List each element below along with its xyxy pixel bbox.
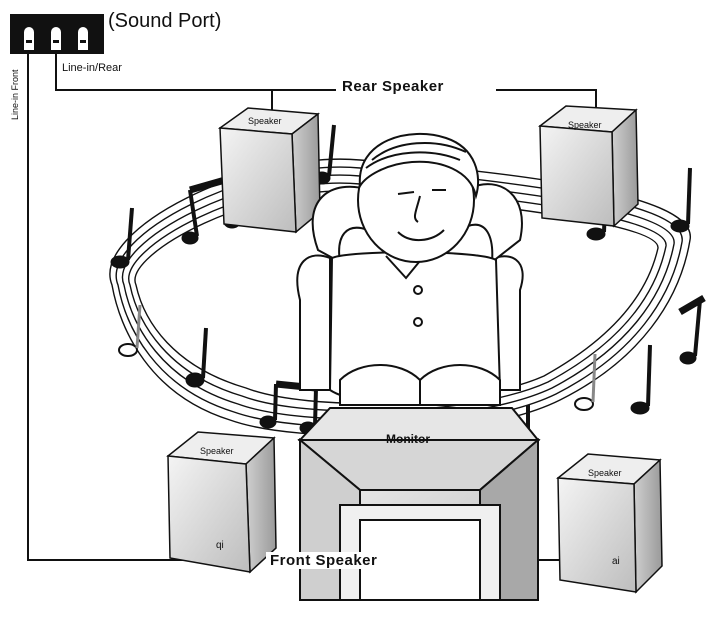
note xyxy=(670,167,692,233)
music-notes xyxy=(110,124,706,440)
front-right-speaker xyxy=(556,453,663,594)
front-left-speaker xyxy=(166,431,277,574)
front-speaker-label: Front Speaker xyxy=(266,552,382,569)
front-right-channel-mark: ai xyxy=(612,556,620,567)
note xyxy=(110,207,134,269)
note xyxy=(185,327,208,388)
front-left-speaker-label: Speaker xyxy=(200,446,234,456)
sound-port xyxy=(10,14,104,54)
rear-speaker-label: Rear Speaker xyxy=(338,78,448,95)
rear-right-speaker-label: Speaker xyxy=(568,120,602,130)
note xyxy=(118,304,142,357)
rear-left-speaker-label: Speaker xyxy=(248,116,282,126)
monitor-label: Monitor xyxy=(386,432,430,446)
line-in-rear-label: Line-in/Rear xyxy=(62,62,122,74)
note xyxy=(630,344,652,415)
front-right-speaker-label: Speaker xyxy=(588,468,622,478)
sound-port-title: (Sound Port) xyxy=(108,10,222,32)
person-illustration xyxy=(296,132,524,406)
rear-left-speaker xyxy=(217,107,321,234)
line-in-front-label: Line-in Front xyxy=(10,69,20,120)
note xyxy=(574,353,597,411)
rear-right-speaker xyxy=(538,105,639,228)
monitor xyxy=(297,407,541,601)
front-left-channel-mark: qi xyxy=(216,540,224,551)
note xyxy=(678,294,706,365)
